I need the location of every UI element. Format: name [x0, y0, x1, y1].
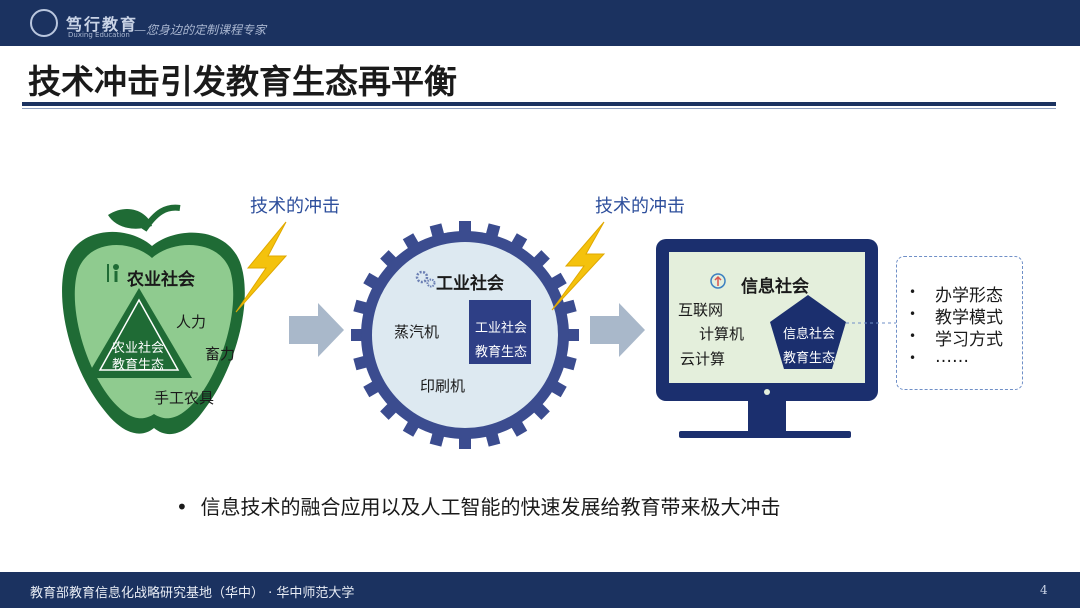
industry-title: 工业社会: [436, 274, 504, 294]
apple-icon: [62, 204, 245, 435]
info-item: 互联网: [678, 301, 724, 319]
agri-title: 农业社会: [127, 270, 195, 290]
info-core-line1: 信息社会: [783, 327, 836, 342]
industry-core-line1: 工业社会: [475, 321, 528, 336]
lightning-icon: [551, 221, 606, 311]
gears-icon: [415, 270, 436, 288]
agri-item: 手工农具: [154, 389, 215, 407]
logo-text: 笃行教育: [66, 15, 139, 34]
industry-core-box: [469, 300, 531, 364]
logo-icon: [30, 9, 58, 37]
lightning-icon: [235, 221, 288, 313]
logo-english: Duxing Education: [68, 31, 130, 39]
farmer-icon: [107, 264, 119, 282]
info-item: 云计算: [680, 350, 726, 368]
agri-item: 畜力: [205, 345, 236, 363]
industry-item: 蒸汽机: [394, 323, 440, 341]
industry-item: 印刷机: [420, 377, 466, 395]
arrow-right-icon: [590, 303, 645, 357]
summary-bullet: • 信息技术的融合应用以及人工智能的快速发展给教育带来极大冲击: [176, 491, 781, 520]
info-title: 信息社会: [741, 277, 809, 297]
footer-text: 教育部教育信息化战略研究基地（华中） · 华中师范大学: [30, 586, 355, 601]
bullet-dot: •: [176, 495, 201, 519]
top-bar: 笃行教育 Duxing Education —您身边的定制课程专家: [0, 0, 1080, 46]
arrow-right-icon: [289, 303, 344, 357]
info-item: 计算机: [699, 325, 745, 343]
diagram-graphics: [62, 204, 896, 449]
summary-text: 信息技术的融合应用以及人工智能的快速发展给教育带来极大冲击: [200, 495, 781, 519]
bottom-bar: [0, 572, 1080, 608]
title-divider: [22, 102, 1056, 106]
agri-core-line2: 教育生态: [112, 358, 165, 373]
page-number: 4: [1040, 583, 1048, 597]
impact-label-1: 技术的冲击: [250, 196, 340, 217]
monitor-icon: [656, 239, 878, 438]
effects-box: •办学形态 •教学模式 •学习方式 •……: [896, 256, 1023, 390]
slide-title: 技术冲击引发教育生态再平衡: [28, 62, 457, 101]
agri-core-line1: 农业社会: [112, 341, 165, 356]
impact-label-2: 技术的冲击: [595, 196, 685, 217]
gear-icon: [351, 221, 579, 449]
agri-core-triangle: [86, 288, 192, 378]
info-core-pentagon: [770, 295, 846, 369]
title-divider-thin: [22, 108, 1056, 109]
cloud-upload-icon: [710, 273, 726, 289]
agri-item: 人力: [176, 313, 207, 331]
info-core-line2: 教育生态: [783, 351, 836, 366]
industry-core-line2: 教育生态: [475, 345, 528, 360]
slogan: —您身边的定制课程专家: [134, 23, 267, 37]
